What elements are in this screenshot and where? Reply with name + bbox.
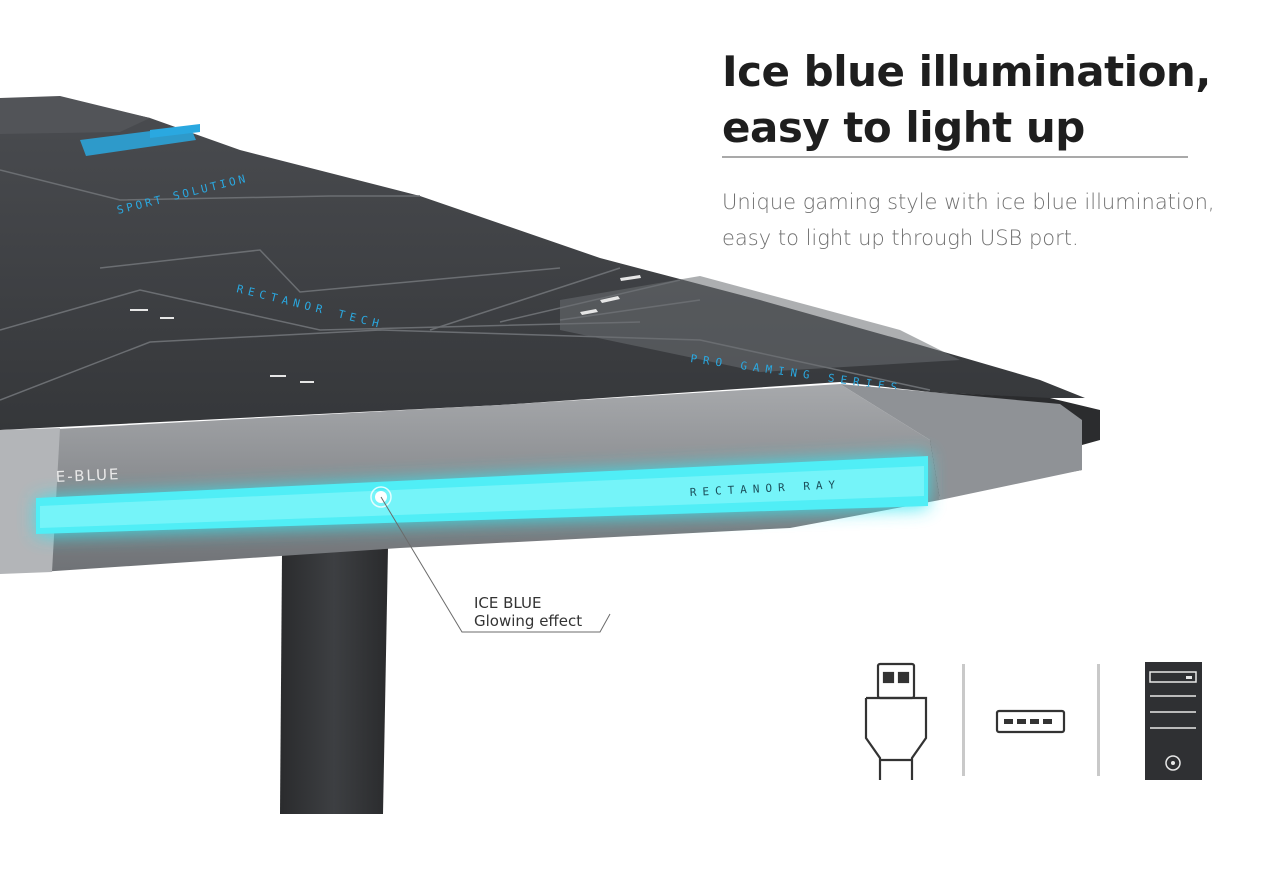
icon-separator (962, 664, 965, 776)
headline-underline (722, 156, 1188, 158)
usb-port-icon (995, 709, 1066, 734)
headline: Ice blue illumination, easy to light up (722, 44, 1262, 156)
desk-left-cap (0, 428, 60, 574)
icon-separator (1097, 664, 1100, 776)
desk-brand-label: E-BLUE (55, 465, 120, 486)
usb-plug-icon (864, 662, 928, 780)
glow-callout-label: ICE BLUE Glowing effect (474, 594, 582, 630)
callout-leader-line (380, 496, 611, 633)
headline-line-1: Ice blue illumination, (722, 47, 1211, 96)
desk-back-panel (0, 96, 150, 134)
subtitle-line-1: Unique gaming style with ice blue illumi… (722, 190, 1215, 214)
surface-blue-decor (80, 124, 200, 156)
desk-corner-cap (840, 384, 1082, 500)
headline-line-2: easy to light up (722, 103, 1085, 152)
callout-line-2: Glowing effect (474, 612, 583, 630)
surface-white-marks (130, 275, 641, 383)
subtitle: Unique gaming style with ice blue illumi… (722, 184, 1262, 256)
callout-line-1: ICE BLUE (474, 594, 542, 612)
surface-accent-panel (560, 276, 960, 372)
desk-leg (280, 548, 388, 814)
computer-tower-icon (1145, 662, 1202, 780)
subtitle-line-2: easy to light up through USB port. (722, 226, 1079, 250)
